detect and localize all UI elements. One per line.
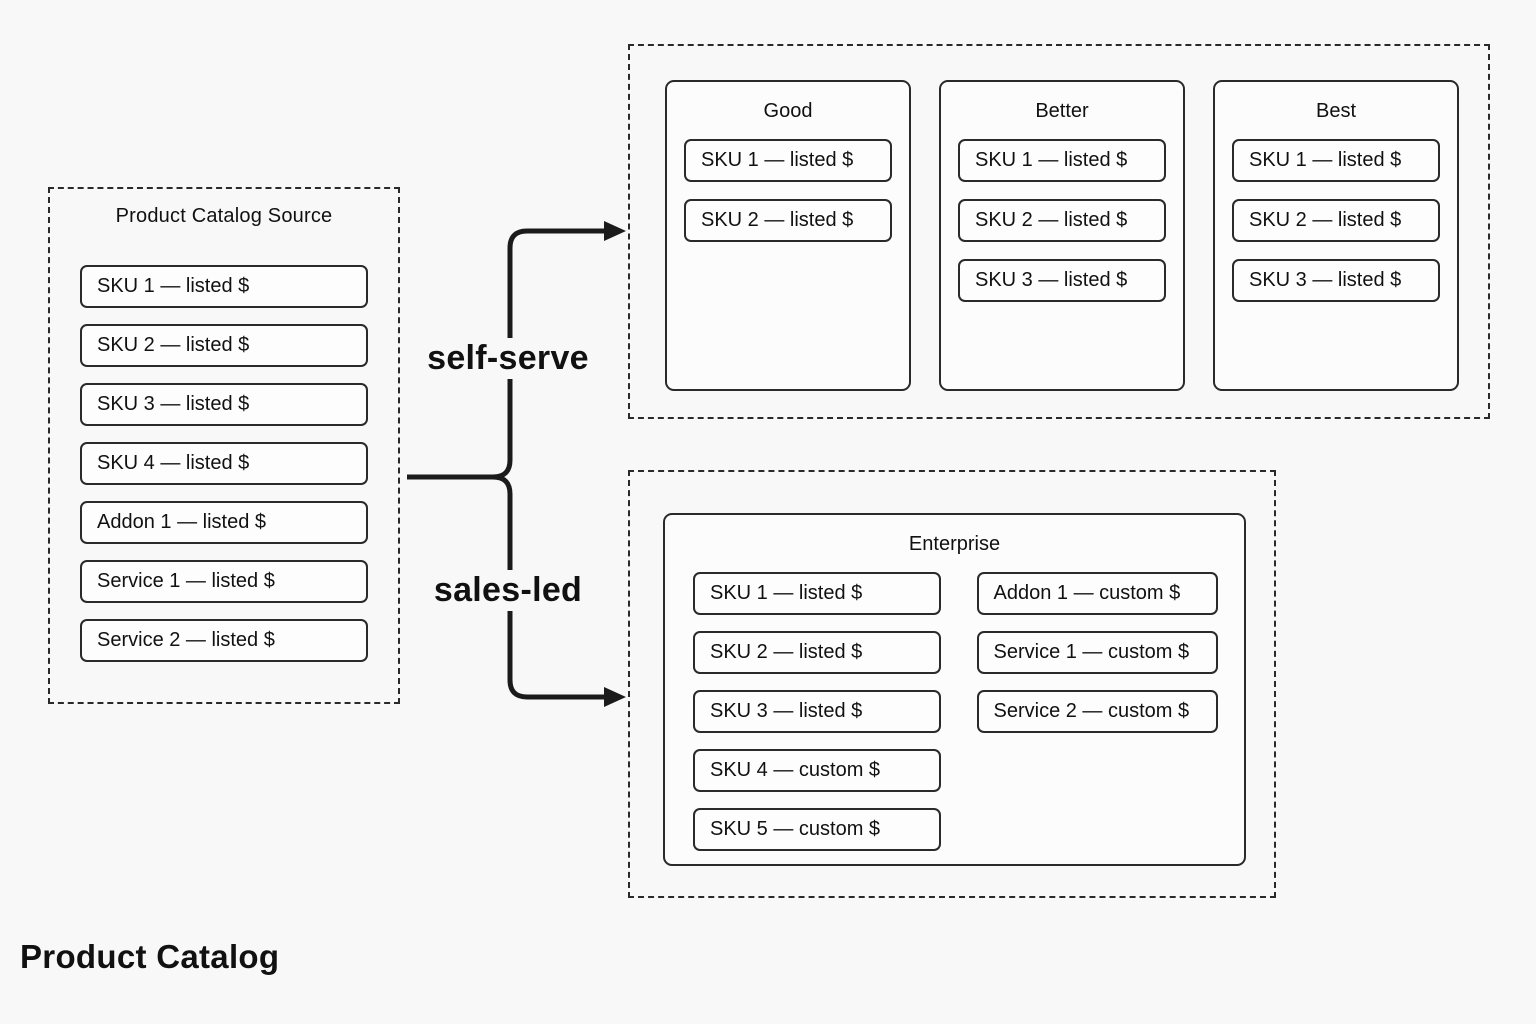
plan-card-good: Good SKU 1 — listed $ SKU 2 — listed $ — [665, 80, 911, 391]
catalog-item: Service 1 — listed $ — [80, 560, 368, 603]
plan-card-enterprise: Enterprise SKU 1 — listed $ SKU 2 — list… — [663, 513, 1246, 866]
product-catalog-source-group: Product Catalog Source SKU 1 — listed $ … — [48, 187, 400, 704]
plan-item: Service 1 — custom $ — [976, 631, 1218, 674]
enterprise-left-item-list: SKU 1 — listed $ SKU 2 — listed $ SKU 3 … — [693, 572, 941, 851]
plan-item: SKU 2 — listed $ — [684, 199, 892, 242]
plan-item: Addon 1 — custom $ — [976, 572, 1218, 615]
plan-item: SKU 1 — listed $ — [1232, 139, 1440, 182]
plan-title-good: Good — [763, 100, 813, 122]
plan-item: SKU 1 — listed $ — [684, 139, 892, 182]
plan-item: SKU 3 — listed $ — [958, 259, 1166, 302]
plan-title-better: Better — [1035, 100, 1089, 122]
plan-item: SKU 2 — listed $ — [958, 199, 1166, 242]
sales-led-arrowhead-icon — [604, 687, 626, 707]
page-title: Product Catalog — [20, 938, 280, 975]
plan-item: SKU 5 — custom $ — [693, 808, 941, 851]
plan-item: SKU 4 — custom $ — [693, 749, 941, 792]
plan-item: SKU 2 — listed $ — [1232, 199, 1440, 242]
plan-item: SKU 1 — listed $ — [958, 139, 1166, 182]
plan-item: SKU 1 — listed $ — [693, 572, 941, 615]
plan-item: SKU 3 — listed $ — [693, 690, 941, 733]
plan-item: SKU 3 — listed $ — [1232, 259, 1440, 302]
good-item-list: SKU 1 — listed $ SKU 2 — listed $ — [684, 139, 892, 242]
plan-item: SKU 2 — listed $ — [693, 631, 941, 674]
catalog-item: SKU 1 — listed $ — [80, 265, 368, 308]
enterprise-columns: SKU 1 — listed $ SKU 2 — listed $ SKU 3 … — [693, 572, 1218, 851]
source-group-title: Product Catalog Source — [115, 205, 333, 227]
flow-connectors — [407, 221, 626, 707]
self-serve-label: self-serve — [408, 338, 608, 379]
catalog-item: Service 2 — listed $ — [80, 619, 368, 662]
catalog-item: SKU 4 — listed $ — [80, 442, 368, 485]
catalog-item: SKU 3 — listed $ — [80, 383, 368, 426]
self-serve-arrowhead-icon — [604, 221, 626, 241]
sales-led-plans-group — [628, 470, 1276, 898]
plan-card-better: Better SKU 1 — listed $ SKU 2 — listed $… — [939, 80, 1185, 391]
sales-led-label: sales-led — [408, 570, 608, 611]
catalog-item: Addon 1 — listed $ — [80, 501, 368, 544]
plan-item: Service 2 — custom $ — [976, 690, 1218, 733]
plan-title-enterprise: Enterprise — [908, 533, 1001, 555]
self-serve-plans-group: Good SKU 1 — listed $ SKU 2 — listed $ B… — [628, 44, 1490, 419]
best-item-list: SKU 1 — listed $ SKU 2 — listed $ SKU 3 … — [1232, 139, 1440, 302]
better-item-list: SKU 1 — listed $ SKU 2 — listed $ SKU 3 … — [958, 139, 1166, 302]
self-serve-plans-row: Good SKU 1 — listed $ SKU 2 — listed $ B… — [665, 80, 1488, 391]
plan-card-best: Best SKU 1 — listed $ SKU 2 — listed $ S… — [1213, 80, 1459, 391]
enterprise-right-item-list: Addon 1 — custom $ Service 1 — custom $ … — [976, 572, 1218, 851]
catalog-item: SKU 2 — listed $ — [80, 324, 368, 367]
source-item-list: SKU 1 — listed $ SKU 2 — listed $ SKU 3 … — [80, 265, 368, 662]
plan-title-best: Best — [1315, 100, 1357, 122]
